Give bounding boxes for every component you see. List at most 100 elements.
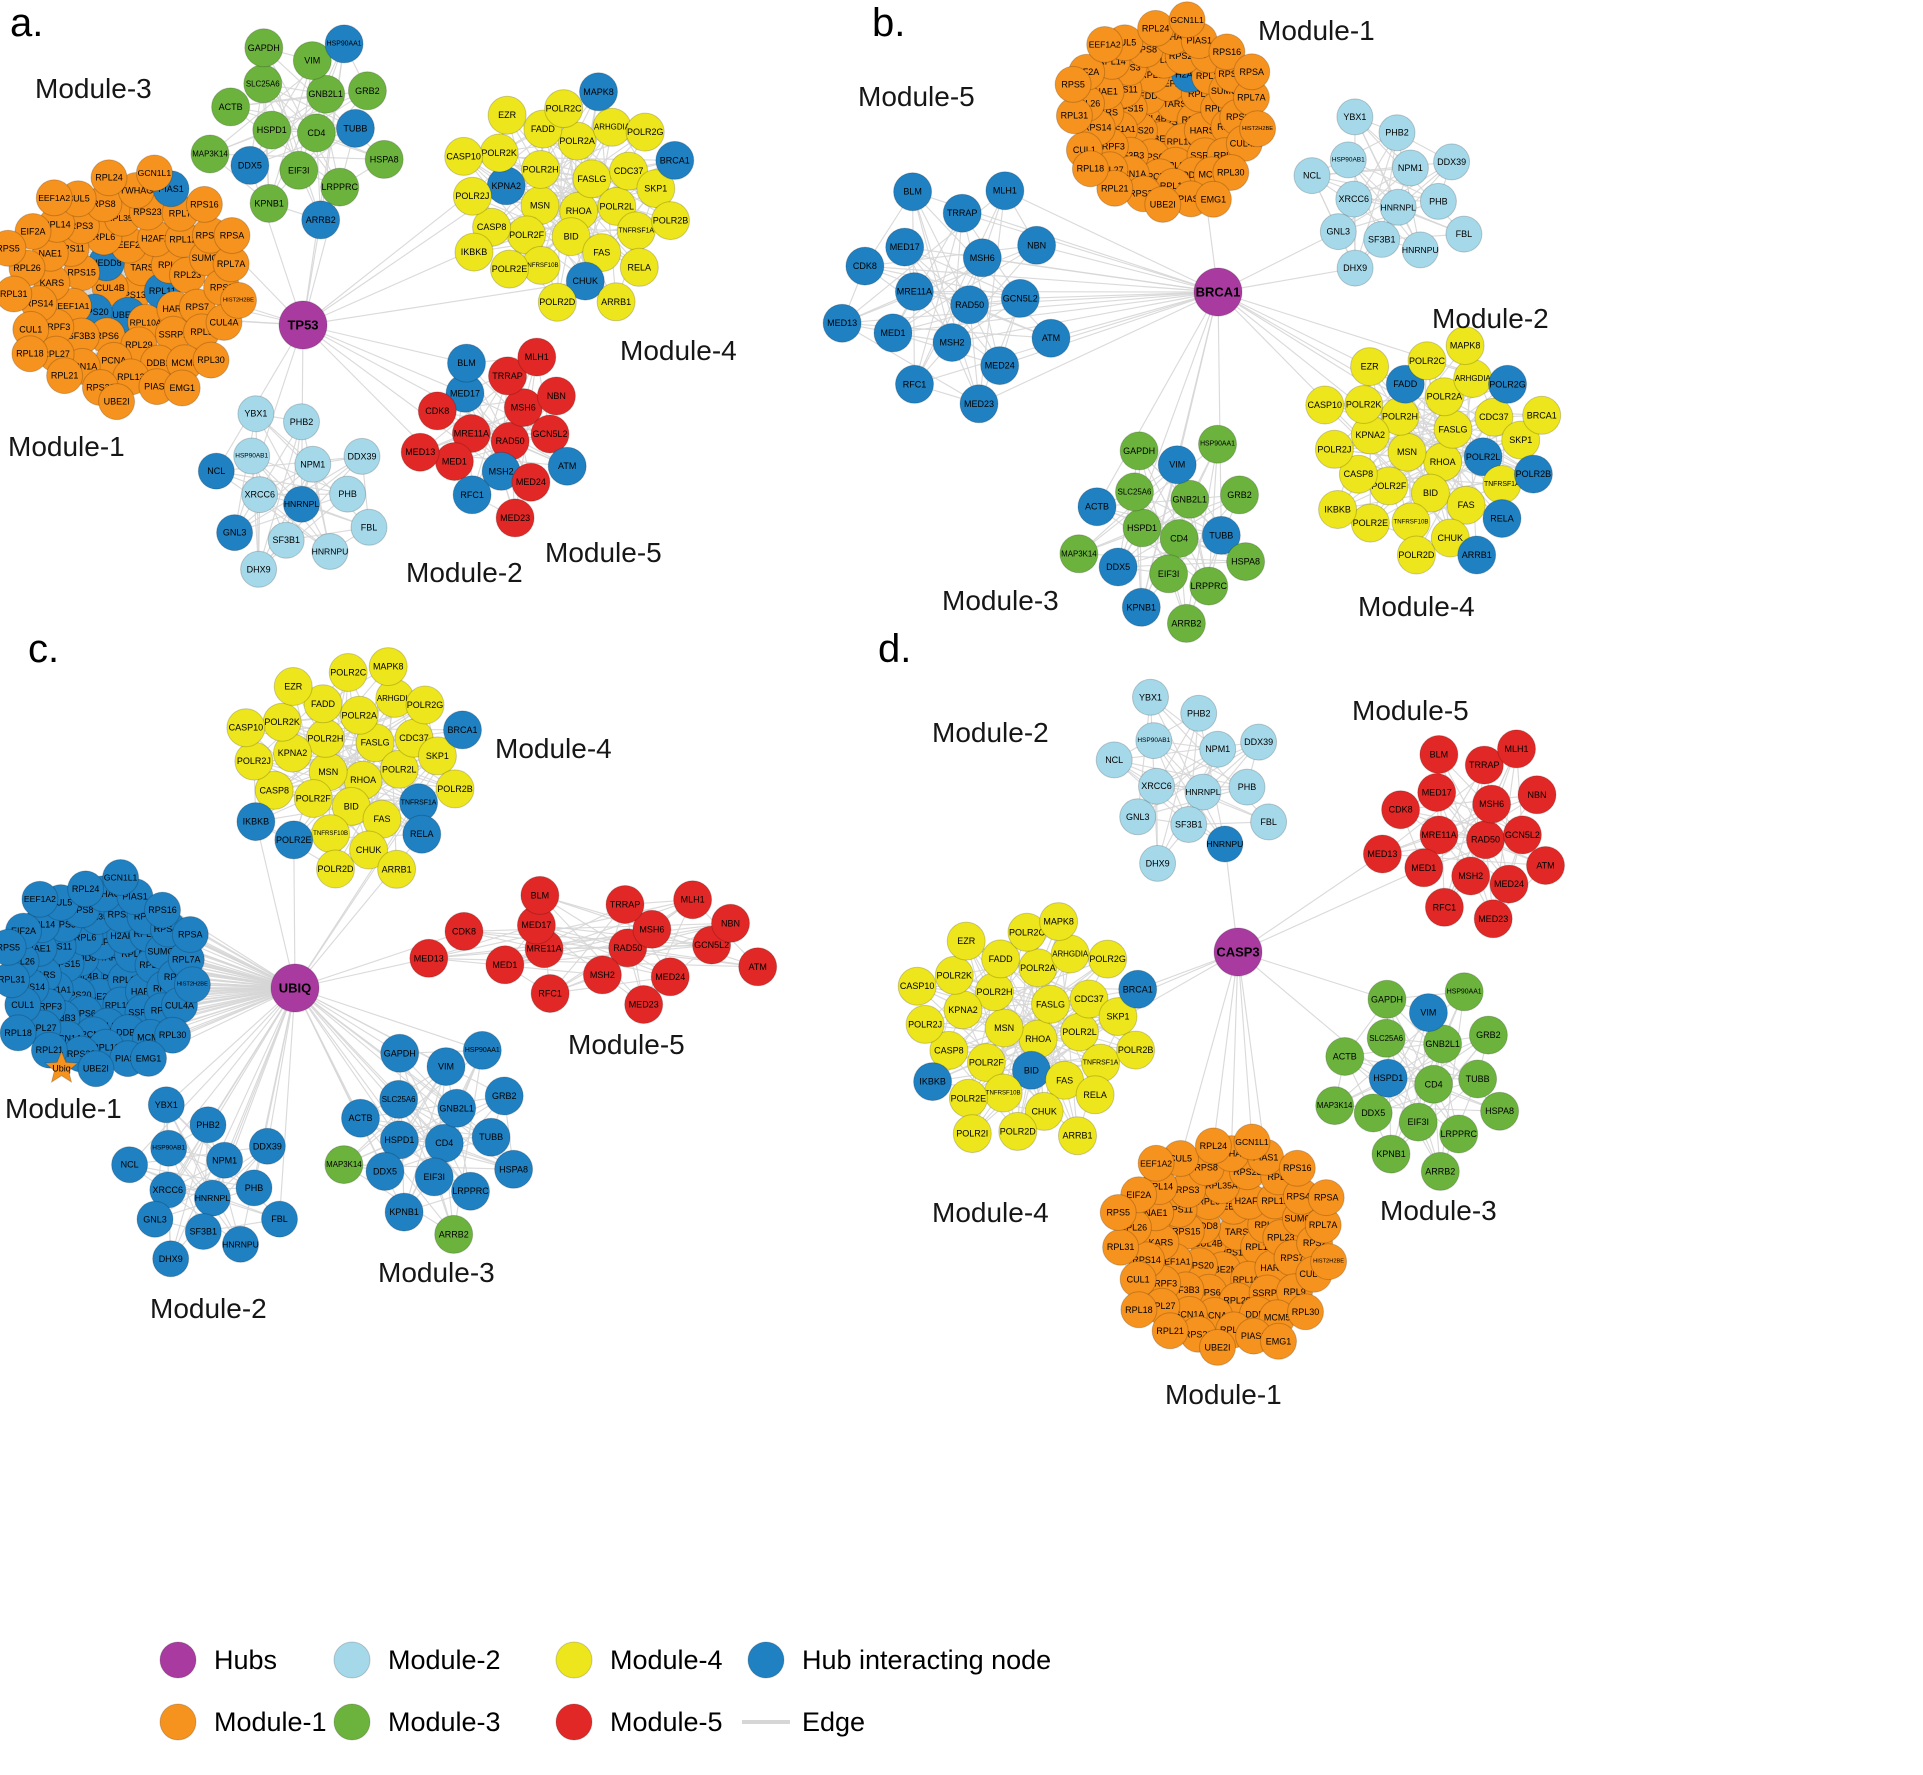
node-circle <box>557 121 597 161</box>
node-eef1a2: EEF1A2 <box>35 179 73 217</box>
node-polr2g: POLR2G <box>1088 939 1128 979</box>
node-circle <box>609 151 649 191</box>
node-circle <box>320 167 360 207</box>
module-label-module5: Module-5 <box>568 1029 685 1060</box>
module-label-module2: Module-2 <box>406 557 523 588</box>
node-circle <box>1189 566 1229 606</box>
hub-edge <box>255 821 296 989</box>
node-lrpprc: LRPPRC <box>451 1171 490 1211</box>
node-circle <box>454 232 494 272</box>
node-circle <box>650 957 690 997</box>
hub-edge <box>1237 951 1267 1158</box>
node-rela: RELA <box>1482 499 1522 538</box>
node-circle <box>1463 437 1503 477</box>
node-circle <box>77 1050 115 1088</box>
node-circle <box>417 736 457 776</box>
edge <box>234 413 257 533</box>
node-circle <box>822 303 862 343</box>
node-circle <box>959 384 999 424</box>
node-circle <box>1116 1030 1156 1070</box>
node-circle <box>1075 1075 1115 1115</box>
module-label-module2: Module-2 <box>150 1293 267 1324</box>
node-circle <box>1466 820 1505 860</box>
node-gapdh: GAPDH <box>380 1033 420 1073</box>
legend-label: Module-3 <box>388 1707 501 1737</box>
hub-tp53: TP53 <box>278 300 328 350</box>
node-rpl30: RPL30 <box>192 341 230 379</box>
node-gnl3: GNL3 <box>1119 798 1157 836</box>
edge <box>643 899 694 1005</box>
node-circle <box>1157 445 1197 485</box>
node-kpnb1: KPNB1 <box>1121 587 1161 627</box>
edge <box>273 704 426 791</box>
edge <box>1396 132 1421 251</box>
node-circle <box>249 183 289 223</box>
node-map3k14: MAP3K14 <box>1315 1086 1355 1126</box>
node-mlh1: MLH1 <box>517 337 557 377</box>
node-grb2: GRB2 <box>1468 1015 1508 1055</box>
node-sf3b1: SF3B1 <box>267 521 305 559</box>
node-kpnb1: KPNB1 <box>1371 1134 1411 1174</box>
node-circle <box>488 356 527 396</box>
node-circle <box>1031 318 1071 358</box>
legend-item-module-5: Module-5 <box>555 1703 723 1741</box>
hub-edge <box>294 987 445 1144</box>
legend-swatch-module1 <box>159 1703 197 1741</box>
hub-edge <box>951 291 1219 344</box>
node-circle <box>1115 472 1154 512</box>
node-med17: MED17 <box>885 227 925 267</box>
node-lrpprc: LRPPRC <box>1189 566 1229 606</box>
node-circle <box>1363 220 1401 258</box>
node-circle <box>1233 1123 1271 1161</box>
node-circle <box>341 1098 380 1138</box>
node-circle <box>452 176 492 216</box>
node-arrb2: ARRB2 <box>434 1214 474 1254</box>
node-ddx5: DDX5 <box>1098 547 1138 587</box>
node-circle <box>324 1145 364 1185</box>
node-med13: MED13 <box>409 938 449 978</box>
node-circle <box>579 72 618 112</box>
node-nbn: NBN <box>711 903 750 943</box>
node-circle <box>1489 864 1529 904</box>
node-vim: VIM <box>1157 445 1197 485</box>
node-circle <box>592 107 632 147</box>
node-circle <box>1315 1086 1355 1126</box>
node-ddx39: DDX39 <box>343 437 381 475</box>
edge <box>913 190 1006 385</box>
node-circle <box>1194 1127 1232 1165</box>
panel-letter-d: d. <box>878 627 911 671</box>
node-circle <box>946 921 986 961</box>
node-circle <box>897 966 937 1006</box>
node-circle <box>913 1062 953 1102</box>
hub-edge <box>294 987 400 1141</box>
node-mlh1: MLH1 <box>1497 729 1536 769</box>
panel-letter-b: b. <box>872 1 905 45</box>
node-ikbkb: IKBKB <box>236 802 276 842</box>
node-circle <box>1391 502 1431 542</box>
edge <box>258 493 348 570</box>
node-med24: MED24 <box>1489 864 1529 904</box>
legend-swatch-hub <box>159 1641 197 1679</box>
node-tubb: TUBB <box>1458 1059 1498 1099</box>
node-atm: ATM <box>738 947 778 987</box>
node-circle <box>0 229 27 267</box>
node-npm1: NPM1 <box>206 1141 244 1179</box>
node-circle <box>444 136 484 176</box>
node-hsp90ab1: HSP90AB1 <box>150 1129 188 1167</box>
node-circle <box>193 1179 231 1217</box>
edge <box>251 455 260 570</box>
legend-item-module-2: Module-2 <box>333 1641 501 1679</box>
node-eif3i: EIF3I <box>414 1157 454 1197</box>
node-circle <box>1488 364 1527 404</box>
node-circle <box>243 64 283 104</box>
node-blm: BLM <box>447 343 486 383</box>
node-circle <box>240 550 278 588</box>
node-circle <box>67 870 105 908</box>
node-circle <box>426 1047 466 1087</box>
node-gapdh: GAPDH <box>244 28 284 68</box>
hub-edge <box>1237 951 1253 1143</box>
node-circle <box>462 1030 502 1070</box>
node-circle <box>234 741 274 781</box>
edge <box>428 899 693 959</box>
hub-edge <box>978 291 1219 405</box>
